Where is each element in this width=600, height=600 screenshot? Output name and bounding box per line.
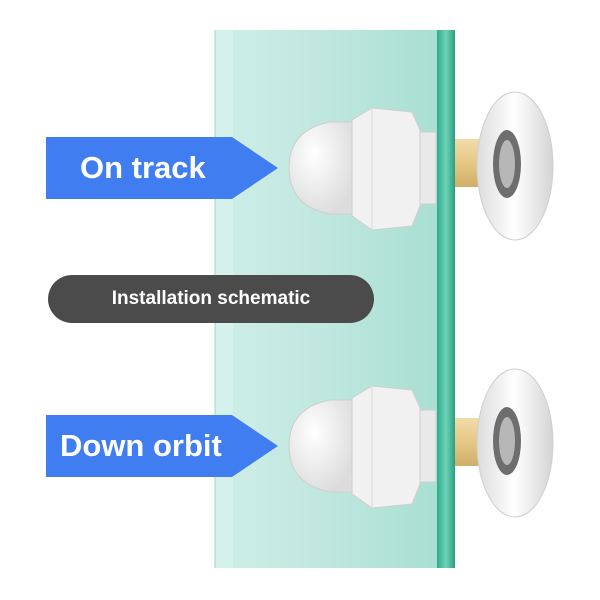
roller-assembly-top: [288, 91, 554, 241]
arrow-tip-icon: [232, 137, 278, 199]
down-orbit-text: Down orbit: [46, 415, 232, 477]
arrow-tip-icon: [232, 415, 278, 477]
roller-assembly-bottom: [288, 368, 554, 518]
on-track-text: On track: [46, 137, 232, 199]
down-orbit-arrow-label: Down orbit: [46, 415, 278, 477]
on-track-arrow-label: On track: [46, 137, 278, 199]
installation-schematic-badge: Installation schematic: [48, 275, 374, 323]
